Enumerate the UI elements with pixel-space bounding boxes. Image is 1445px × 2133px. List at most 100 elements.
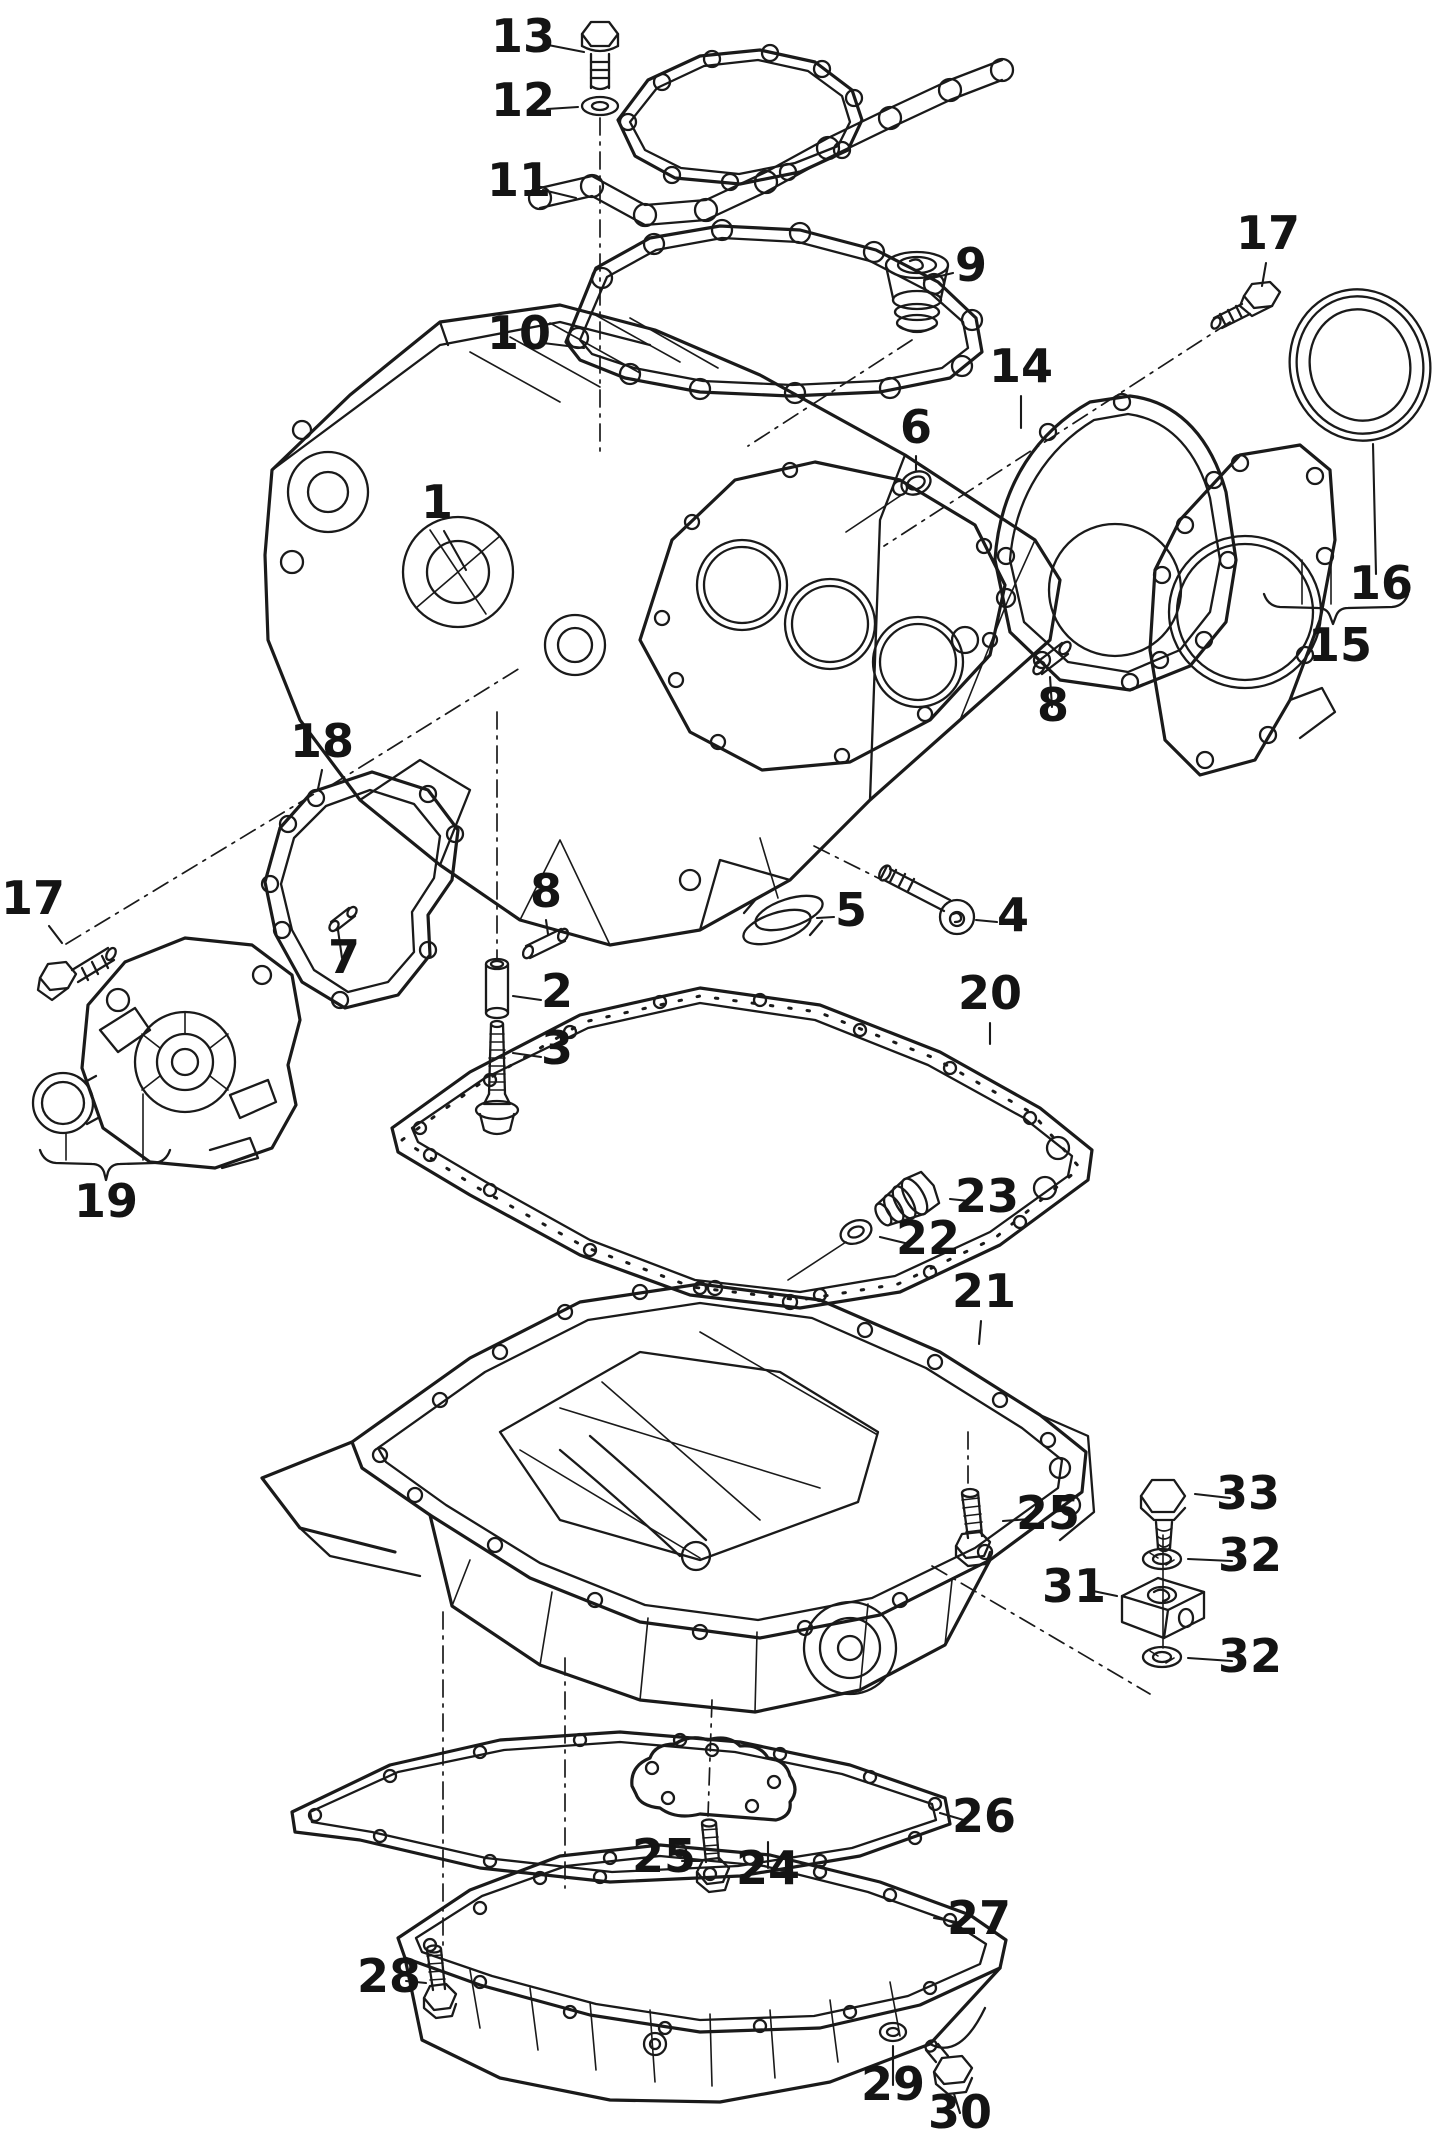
part-31-spacer-block — [1120, 1576, 1206, 1640]
part-18-gasket — [260, 770, 465, 1010]
part-callout-30: 30 — [928, 2085, 992, 2133]
part-callout-3: 3 — [541, 1021, 573, 1075]
part-23-threaded-plug — [874, 1170, 941, 1227]
leader-c32t — [1186, 1557, 1234, 1563]
part-29-washer — [878, 2021, 908, 2043]
part-3-stud-bolt — [474, 1019, 520, 1136]
part-callout-33: 33 — [1216, 1466, 1280, 1520]
leader-c22 — [878, 1235, 911, 1246]
part-10-gasket — [564, 218, 984, 405]
leader-c30 — [952, 2092, 962, 2115]
leader-c28 — [404, 1979, 428, 1985]
part-callout-14: 14 — [989, 339, 1053, 393]
part-15-sealing-flange — [1148, 443, 1337, 777]
part-8-pin-center — [521, 927, 570, 960]
part-callout-8: 8 — [530, 864, 562, 918]
part-callout-18: 18 — [290, 714, 354, 768]
part-callout-31: 31 — [1042, 1559, 1106, 1613]
part-25-bolt-bottom — [695, 1818, 731, 1894]
leader-c31 — [1091, 1589, 1119, 1598]
part-19-seal-ring — [31, 1071, 100, 1135]
part-22-washer — [839, 1219, 873, 1245]
part-24-cover-plate — [630, 1736, 797, 1822]
part-callout-17: 17 — [1236, 206, 1300, 260]
leader-c17l — [47, 924, 64, 945]
leader-c21 — [977, 1319, 983, 1346]
part-20-gasket — [390, 986, 1094, 1310]
leader-c32b — [1186, 1656, 1234, 1663]
part-callout-19: 19 — [74, 1174, 138, 1228]
part-callout-8: 8 — [1037, 678, 1069, 732]
part-callout-10: 10 — [487, 306, 551, 360]
part-callout-25: 25 — [1016, 1486, 1080, 1540]
bracket-19 — [38, 1093, 172, 1182]
leader-c13 — [546, 43, 586, 54]
leader-c25r — [1001, 1517, 1032, 1523]
leader-c18 — [316, 768, 324, 791]
leader-c4 — [974, 918, 999, 924]
part-19-front-cover — [80, 936, 302, 1170]
head-gasket — [638, 460, 1007, 772]
part-28-bolt — [422, 1944, 458, 2020]
part-callout-11: 11 — [487, 153, 551, 207]
leader-c16 — [1371, 442, 1378, 576]
part-32-washer-bottom — [1141, 1645, 1183, 1669]
part-callout-4: 4 — [997, 888, 1029, 942]
part-callout-23: 23 — [955, 1169, 1019, 1223]
part-17-bolt-left — [36, 946, 117, 1002]
part-16-shaft-seal — [1288, 288, 1432, 442]
part-callout-5: 5 — [835, 883, 867, 937]
part-30-drain-plug — [924, 2039, 974, 2096]
part-26-gasket — [290, 1730, 952, 1885]
leader-c8r — [1048, 675, 1054, 709]
part-callout-29: 29 — [861, 2057, 925, 2111]
part-callout-27: 27 — [947, 1891, 1011, 1945]
part-callout-28: 28 — [357, 1949, 421, 2003]
part-32-washer-top — [1141, 1547, 1183, 1571]
part-callout-32: 32 — [1218, 1528, 1282, 1582]
leader-c1 — [442, 529, 468, 572]
part-callout-16: 16 — [1349, 556, 1413, 610]
leader-c11 — [541, 188, 578, 200]
part-callout-9: 9 — [955, 238, 987, 292]
part-callout-20: 20 — [958, 966, 1022, 1020]
part-callout-25: 25 — [632, 1829, 696, 1883]
part-callout-6: 6 — [900, 400, 932, 454]
leader-c9 — [922, 271, 955, 282]
part-callout-15: 15 — [1308, 618, 1372, 672]
part-21-upper-sump — [260, 1279, 1096, 1714]
part-callout-21: 21 — [952, 1264, 1016, 1318]
part-callout-13: 13 — [491, 9, 555, 63]
axis-lines — [65, 117, 1231, 1949]
part-callout-1: 1 — [421, 475, 453, 529]
bracket-15 — [1262, 559, 1410, 626]
part-1-cylinder-block — [263, 303, 1062, 947]
part-callout-12: 12 — [491, 73, 555, 127]
leader-c2 — [511, 994, 543, 1002]
leader-c23 — [948, 1197, 971, 1203]
leader-c5 — [815, 915, 836, 920]
part-5-core-plug — [742, 894, 824, 946]
part-callout-22: 22 — [896, 1211, 960, 1265]
part-14-gasket — [993, 392, 1238, 692]
part-callout-24: 24 — [736, 1841, 800, 1895]
leader-c33 — [1193, 1492, 1232, 1500]
part-callout-26: 26 — [952, 1789, 1016, 1843]
leader-c27 — [932, 1916, 964, 1925]
part-11-gasket — [527, 57, 1015, 228]
leader-c26 — [938, 1811, 969, 1823]
leader-c12 — [545, 105, 580, 111]
leader-c17r — [1260, 261, 1268, 288]
part-13-bolt — [580, 20, 620, 91]
part-callout-7: 7 — [328, 930, 360, 984]
top-cover-plate — [616, 43, 864, 192]
part-2-sleeve — [484, 957, 510, 1020]
part-callout-17: 17 — [1, 871, 65, 925]
part-callout-32: 32 — [1218, 1629, 1282, 1683]
leader-c7 — [336, 928, 344, 960]
part-4-bolt — [878, 864, 976, 936]
part-6-seal — [900, 470, 932, 496]
